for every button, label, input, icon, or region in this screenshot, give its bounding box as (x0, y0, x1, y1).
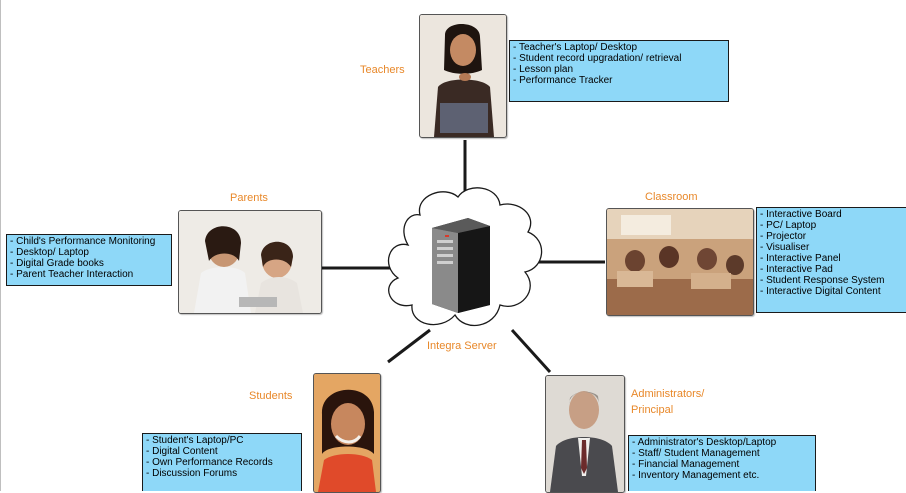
server-icon (432, 218, 490, 313)
list-item: Desktop/ Laptop (10, 247, 168, 258)
classroom-scene-icon (607, 209, 753, 315)
teacher-figure-icon (420, 15, 506, 137)
list-item: Inventory Management etc. (632, 470, 812, 481)
parents-figure-icon (179, 211, 321, 313)
students-photo (313, 373, 381, 493)
teachers-info-box: Teacher's Laptop/ Desktop Student record… (509, 40, 729, 102)
list-item: PC/ Laptop (760, 220, 903, 231)
parents-info-box: Child's Performance Monitoring Desktop/ … (6, 234, 172, 286)
teachers-label: Teachers (360, 64, 405, 76)
server-label: Integra Server (427, 340, 497, 352)
list-item: Staff/ Student Management (632, 448, 812, 459)
list-item: Parent Teacher Interaction (10, 269, 168, 280)
list-item: Discussion Forums (146, 468, 298, 479)
teachers-photo (419, 14, 507, 138)
list-item: Projector (760, 231, 903, 242)
administrators-label-line2: Principal (631, 404, 674, 416)
list-item: Interactive Panel (760, 253, 903, 264)
connector-administrators (510, 328, 552, 374)
list-item: Interactive Pad (760, 264, 903, 275)
list-item: Lesson plan (513, 64, 725, 75)
list-item: Digital Content (146, 446, 298, 457)
list-item: Administrator's Desktop/Laptop (632, 437, 812, 448)
list-item: Digital Grade books (10, 258, 168, 269)
administrators-info-box: Administrator's Desktop/Laptop Staff/ St… (628, 435, 816, 491)
administrators-photo (545, 375, 625, 493)
list-item: Interactive Digital Content (760, 286, 903, 297)
connector-students (387, 328, 431, 364)
list-item: Interactive Board (760, 209, 903, 220)
list-item: Student record upgradation/ retrieval (513, 53, 725, 64)
list-item: Visualiser (760, 242, 903, 253)
administrator-figure-icon (546, 376, 624, 492)
classroom-photo (606, 208, 754, 316)
administrators-label-line1: Administrators/ (631, 388, 705, 400)
list-item: Teacher's Laptop/ Desktop (513, 42, 725, 53)
classroom-info-box: Interactive Board PC/ Laptop Projector V… (756, 207, 906, 313)
classroom-label: Classroom (645, 191, 698, 203)
list-item: Financial Management (632, 459, 812, 470)
list-item: Student Response System (760, 275, 903, 286)
page-edge (0, 0, 1, 491)
parents-label: Parents (230, 192, 268, 204)
list-item: Child's Performance Monitoring (10, 236, 168, 247)
list-item: Student's Laptop/PC (146, 435, 298, 446)
administrators-label: Administrators/ Principal (631, 386, 704, 418)
list-item: Performance Tracker (513, 75, 725, 86)
students-label: Students (249, 390, 293, 402)
parents-photo (178, 210, 322, 314)
student-figure-icon (314, 374, 380, 492)
students-info-box: Student's Laptop/PC Digital Content Own … (142, 433, 302, 491)
list-item: Own Performance Records (146, 457, 298, 468)
